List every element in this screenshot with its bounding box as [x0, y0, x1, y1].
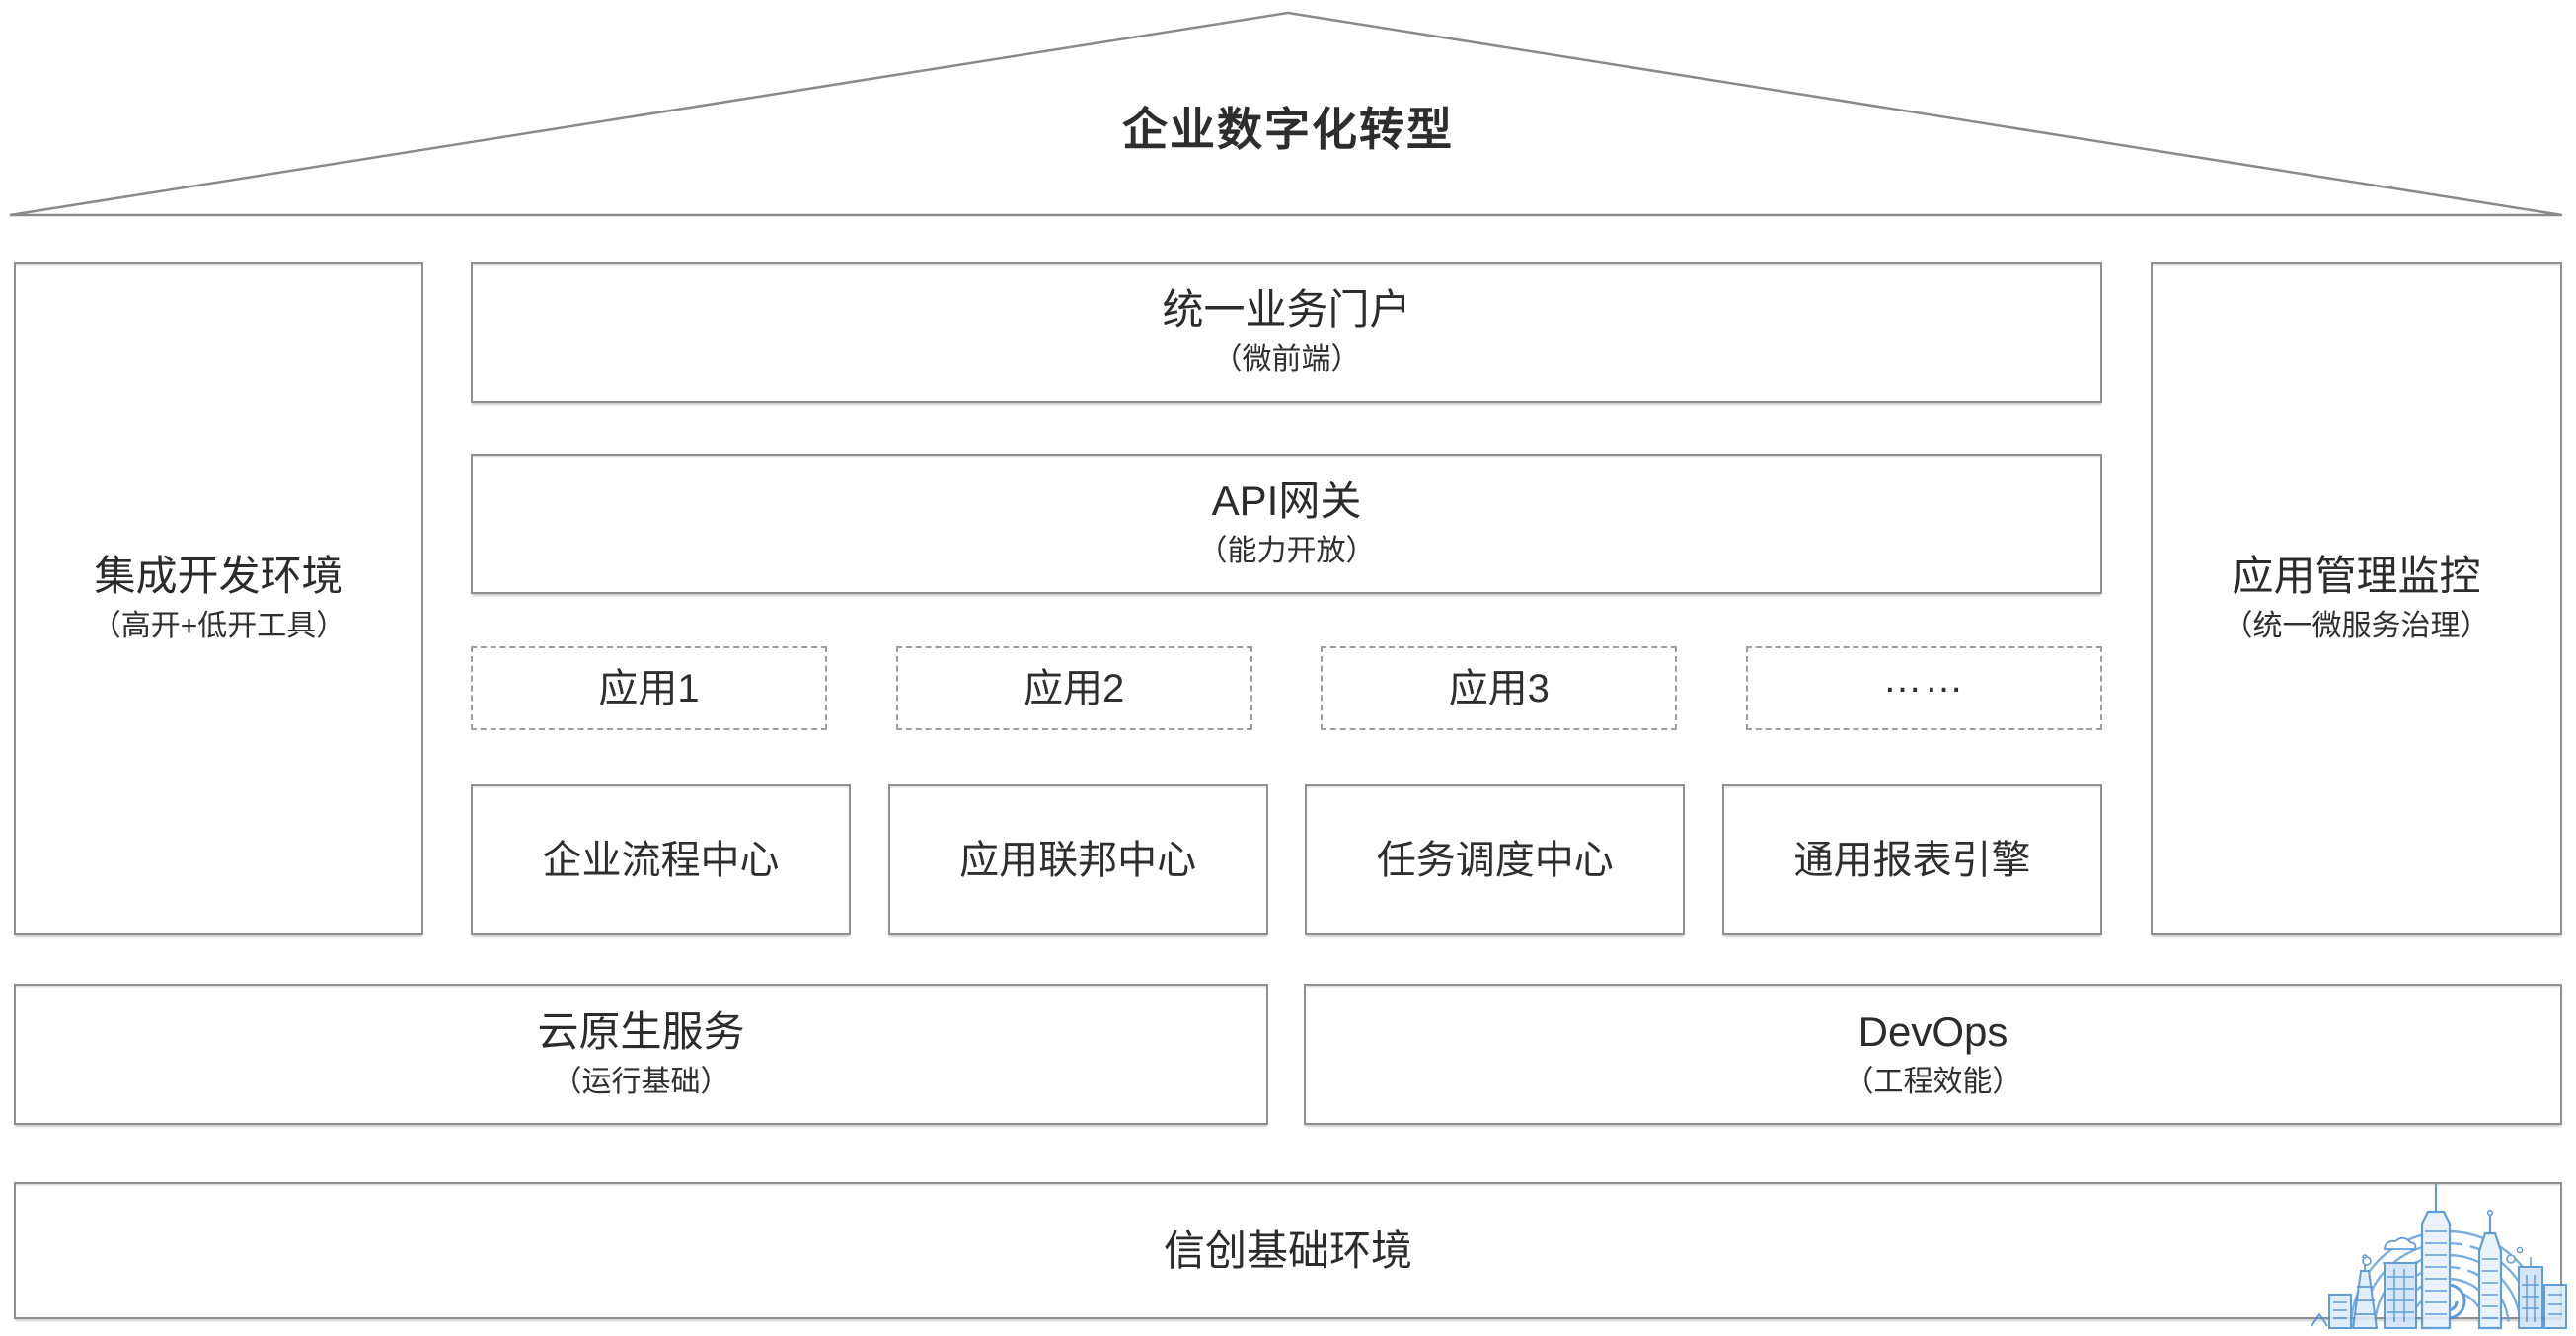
centers-row: 企业流程中心 应用联邦中心 任务调度中心 通用报表引擎 — [471, 784, 2102, 935]
city-skyline-fingerprint-watermark-icon — [2311, 1184, 2567, 1330]
cloud-native-sublabel: （运行基础） — [552, 1065, 730, 1098]
left-panel-sublabel: （高开+低开工具） — [91, 610, 346, 642]
center-label: 任务调度中心 — [1376, 838, 1614, 882]
page-title: 企业数字化转型 — [1122, 104, 1454, 155]
api-gateway-box: API网关 （能力开放） — [471, 454, 2102, 594]
devops-box: DevOps （工程效能） — [1304, 984, 2562, 1125]
center-label: 企业流程中心 — [542, 838, 780, 882]
left-panel-label: 集成开发环境 — [94, 553, 343, 599]
center-box-scheduler: 任务调度中心 — [1305, 784, 1686, 935]
right-panel-sublabel: （统一微服务治理） — [2223, 610, 2490, 642]
cloud-native-label: 云原生服务 — [537, 1007, 745, 1055]
devops-sublabel: （工程效能） — [1844, 1065, 2022, 1098]
center-label: 应用联邦中心 — [959, 838, 1197, 882]
portal-sublabel: （微前端） — [1212, 343, 1361, 376]
app-label: 应用3 — [1448, 666, 1550, 710]
portal-box: 统一业务门户 （微前端） — [471, 262, 2102, 403]
app-label-ellipsis: …… — [1882, 656, 1966, 701]
api-gateway-sublabel: （能力开放） — [1197, 535, 1376, 567]
app-label: 应用1 — [598, 666, 700, 710]
base-environment-box: 信创基础环境 — [14, 1182, 2562, 1319]
app-box-3: 应用3 — [1321, 646, 1678, 730]
center-box-federation: 应用联邦中心 — [887, 784, 1268, 935]
center-box-report: 通用报表引擎 — [1721, 784, 2102, 935]
devops-label: DevOps — [1857, 1007, 2008, 1055]
app-box-1: 应用1 — [471, 646, 827, 730]
left-panel-ide: 集成开发环境 （高开+低开工具） — [14, 262, 423, 935]
center-box-process: 企业流程中心 — [471, 784, 851, 935]
right-panel-label: 应用管理监控 — [2232, 553, 2481, 599]
cloud-native-box: 云原生服务 （运行基础） — [14, 984, 1268, 1125]
app-box-2: 应用2 — [895, 646, 1252, 730]
right-panel-monitoring: 应用管理监控 （统一微服务治理） — [2151, 262, 2562, 935]
api-gateway-label: API网关 — [1211, 478, 1362, 524]
apps-row: 应用1 应用2 应用3 …… — [471, 646, 2102, 730]
app-label: 应用2 — [1023, 666, 1125, 710]
portal-label: 统一业务门户 — [1162, 286, 1411, 333]
center-label: 通用报表引擎 — [1793, 838, 2031, 882]
base-environment-label: 信创基础环境 — [1163, 1226, 1412, 1274]
roof-triangle — [9, 11, 2563, 217]
app-box-more: …… — [1745, 646, 2102, 730]
